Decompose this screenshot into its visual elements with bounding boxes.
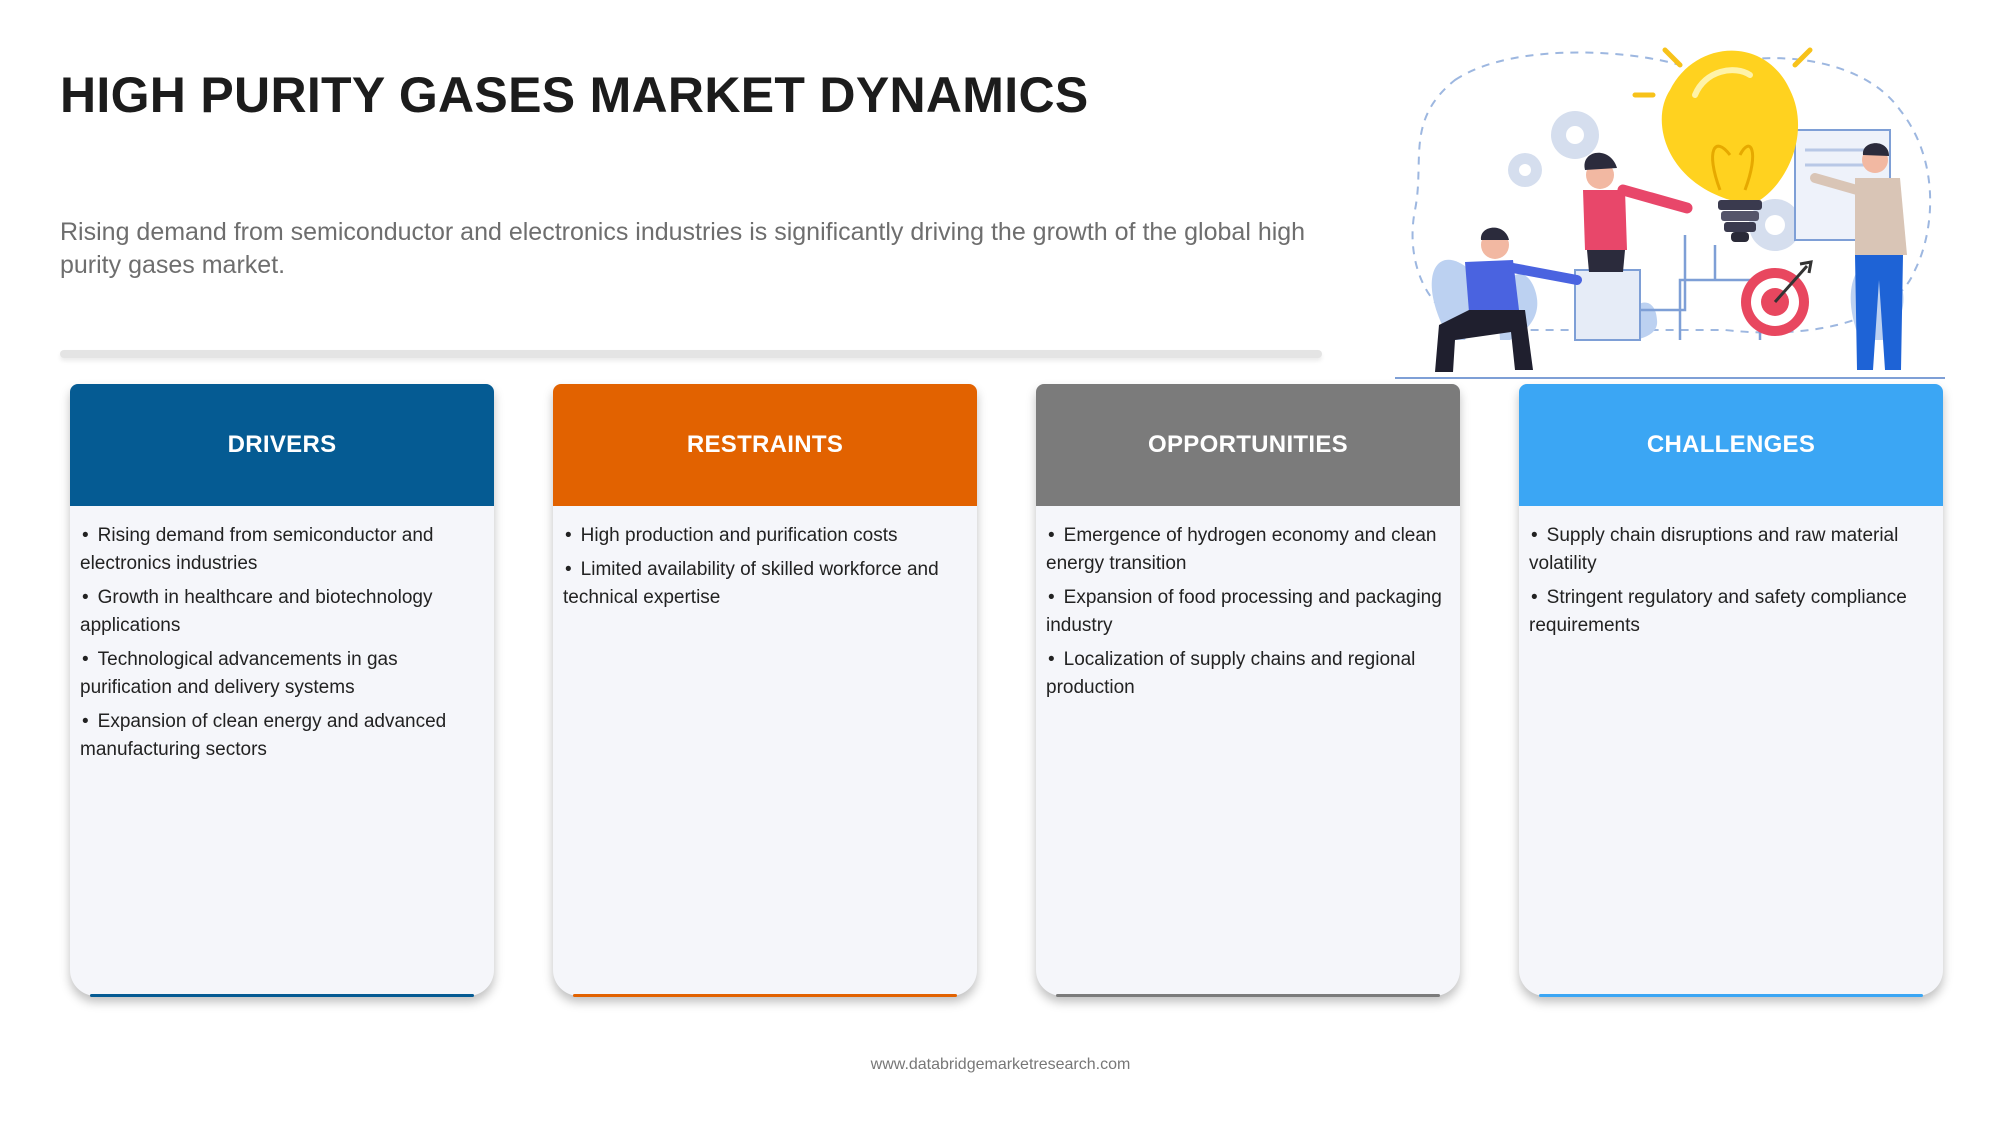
list-item: Rising demand from semiconductor and ele… (80, 522, 484, 578)
page-subtitle: Rising demand from semiconductor and ele… (60, 218, 1306, 279)
list-item: Supply chain disruptions and raw materia… (1529, 522, 1933, 578)
list-item: Growth in healthcare and biotechnology a… (80, 584, 484, 640)
footer-website-link[interactable]: www.databridgemarketresearch.com (870, 1056, 1131, 1073)
challenges-card: CHALLENGES Supply chain disruptions and … (1519, 384, 1943, 997)
card-list: High production and purification costs L… (553, 506, 977, 612)
list-item: Expansion of food processing and packagi… (1046, 584, 1450, 640)
page-title: HIGH PURITY GASES MARKET DYNAMICS (60, 67, 1089, 123)
header-divider (60, 350, 1322, 358)
card-list: Supply chain disruptions and raw materia… (1519, 506, 1943, 640)
card-list: Rising demand from semiconductor and ele… (70, 506, 494, 764)
business-team-lightbulb-icon (1395, 47, 1945, 379)
list-item: Technological advancements in gas purifi… (80, 646, 484, 702)
card-header: DRIVERS (70, 384, 494, 506)
list-item: Expansion of clean energy and advanced m… (80, 708, 484, 764)
card-header: CHALLENGES (1519, 384, 1943, 506)
list-item: Localization of supply chains and region… (1046, 646, 1450, 702)
woman-figure (1583, 152, 1693, 272)
list-item: Limited availability of skilled workforc… (563, 556, 967, 612)
lightbulb-icon (1632, 47, 1813, 242)
card-header: OPPORTUNITIES (1036, 384, 1460, 506)
opportunities-card: OPPORTUNITIES Emergence of hydrogen econ… (1036, 384, 1460, 997)
list-item: Emergence of hydrogen economy and clean … (1046, 522, 1450, 578)
list-item: Stringent regulatory and safety complian… (1529, 584, 1933, 640)
restraints-card: RESTRAINTS High production and purificat… (553, 384, 977, 997)
list-item: High production and purification costs (563, 522, 967, 550)
target-icon (1741, 260, 1813, 336)
drivers-card: DRIVERS Rising demand from semiconductor… (70, 384, 494, 997)
standing-man-figure (1810, 143, 1907, 370)
card-header: RESTRAINTS (553, 384, 977, 506)
card-list: Emergence of hydrogen economy and clean … (1036, 506, 1460, 702)
kneeling-man-figure (1435, 227, 1582, 372)
